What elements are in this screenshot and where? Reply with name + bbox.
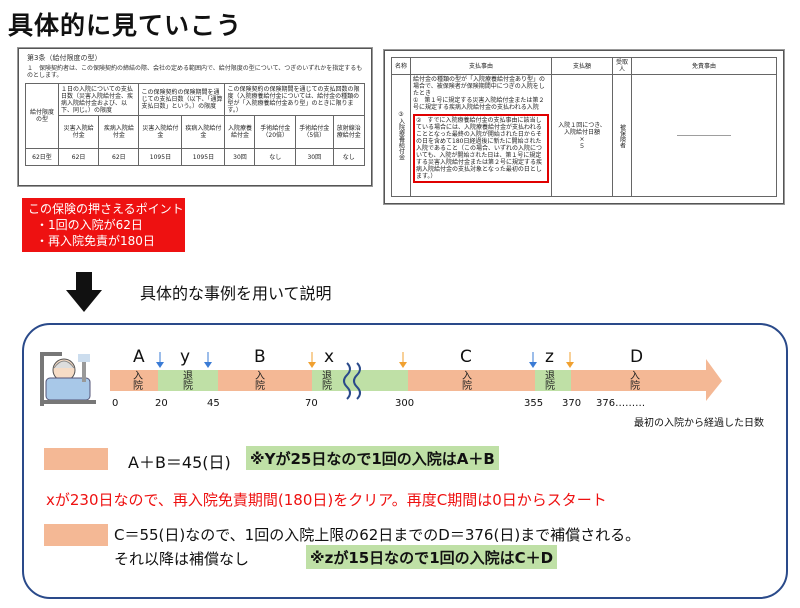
segment-label: 入院 bbox=[133, 371, 143, 392]
patient-in-bed-icon bbox=[40, 352, 96, 406]
amount-text: 入院１回につき、 bbox=[558, 121, 606, 129]
axis-tick-label: 300 bbox=[395, 398, 415, 409]
exempt-reason: ――――――――― bbox=[631, 74, 777, 197]
segment-label: 入院 bbox=[630, 371, 640, 392]
inpatient-swatch bbox=[44, 448, 108, 470]
col-header-3: この保険契約の保険期間を通じての支払回数の限度（入院療養給付金については、給付金… bbox=[224, 83, 365, 116]
col-header: 支払額 bbox=[551, 57, 613, 75]
table-cell-highlighted: 62日 bbox=[98, 148, 140, 166]
segment-label: 退院 bbox=[545, 371, 555, 392]
period-letter: B bbox=[254, 347, 266, 367]
receiver: 被保険者 bbox=[612, 74, 632, 197]
policy-document-excerpt-right: 名称 支払事由 支払額 受取人 免責事由 ③入院療養給付金 給付金の種類の型が「… bbox=[384, 50, 784, 204]
benefit-table: 名称 支払事由 支払額 受取人 免責事由 ③入院療養給付金 給付金の種類の型が「… bbox=[391, 57, 777, 197]
amount-text: 入院給付日額 bbox=[563, 128, 600, 136]
table-cell: 30回 bbox=[224, 148, 256, 166]
axis-tick-label: 45 bbox=[207, 398, 220, 409]
segment-label: 退院 bbox=[183, 371, 193, 392]
axis-tick-label: 0 bbox=[112, 398, 119, 409]
table-cell: 62日 bbox=[57, 148, 100, 166]
condition-text: ① 第１号に規定する災害入院給付金または第２号に規定する疾病入院給付金の支払われ… bbox=[413, 97, 545, 111]
doc-left-sub: １ 保険契約者は、この保険契約の締結の際、会社の定める範囲内で、給付限度の型につ… bbox=[27, 65, 363, 79]
table-cell: なし bbox=[254, 148, 296, 166]
sub-header: 放射線治療給付金 bbox=[332, 115, 366, 149]
side-label: ③入院療養給付金 bbox=[391, 74, 411, 197]
admission-marker-icon bbox=[204, 352, 212, 368]
segment-label: 入院 bbox=[255, 371, 265, 392]
sub-header: 疾病入院給付金 bbox=[98, 115, 140, 149]
table-cell: 1095日 bbox=[181, 148, 226, 166]
note-no-coverage: それ以降は補償なし bbox=[114, 550, 250, 568]
policy-document-excerpt-left: 第3条（給付限度の型） １ 保険契約者は、この保険契約の締結の際、会社の定める範… bbox=[18, 48, 372, 186]
table-cell: 30回 bbox=[294, 148, 334, 166]
note-x-red: xが230日なので、再入院免責期間(180日)をクリア。再度C期間は0日からスタ… bbox=[46, 491, 607, 509]
axis-tick-label: 355 bbox=[524, 398, 544, 409]
sub-header: 疾病入院給付金 bbox=[181, 115, 226, 149]
col-header-1: １日の入院についての支払日数（災害入院給付金、疾病入院給付金および、以下、同じ。… bbox=[57, 83, 140, 116]
discharge-marker-icon bbox=[156, 352, 164, 368]
segment-label: 退院 bbox=[322, 371, 332, 392]
admission-marker-icon bbox=[399, 352, 407, 368]
amount-text: × bbox=[579, 135, 585, 143]
col-header-2: この保険契約の保険期間を通じての支払日数（以下、「通算支払日数」という。）の限度 bbox=[138, 83, 226, 116]
note-a-plus-b: A＋B＝45(日) bbox=[128, 453, 231, 472]
period-letter: C bbox=[460, 347, 472, 367]
key-point-1: ・1回の入院が62日 bbox=[36, 218, 143, 232]
table-cell: なし bbox=[332, 148, 366, 166]
segment-label: 入院 bbox=[462, 371, 472, 392]
timeline-arrow bbox=[110, 359, 722, 401]
highlighted-condition: ② すでに入院療養給付金の支払事由に該当している場合には、入院療養給付金が支払わ… bbox=[413, 114, 549, 183]
amount-text: ５ bbox=[578, 142, 585, 150]
limit-type-table: 給付限度の型 １日の入院についての支払日数（災害入院給付金、疾病入院給付金および… bbox=[25, 83, 366, 166]
table-cell: 1095日 bbox=[138, 148, 183, 166]
period-letter: x bbox=[324, 347, 335, 367]
period-letter: A bbox=[133, 347, 145, 367]
sub-header: 手術給付金（5倍） bbox=[294, 115, 334, 149]
discharge-marker-icon bbox=[529, 352, 537, 368]
key-points-box: この保険の押さえるポイント ・1回の入院が62日 ・再入院免責が180日 bbox=[22, 198, 185, 252]
period-letter: z bbox=[545, 347, 554, 367]
col-header: 免責事由 bbox=[631, 57, 777, 75]
key-points-title: この保険の押さえるポイント bbox=[28, 202, 184, 216]
sub-header: 災害入院給付金 bbox=[138, 115, 183, 149]
sub-header: 入院療養給付金 bbox=[224, 115, 256, 149]
page-title: 具体的に見ていこう bbox=[8, 11, 243, 40]
note-c-d: C＝55(日)なので、1回の入院上限の62日までのD＝376(日)まで補償される… bbox=[114, 526, 641, 544]
doc-left-heading: 第3条（給付限度の型） bbox=[27, 54, 102, 62]
condition-text: 給付金の種類の型が「入院療養給付金あり型」の場合で、被保険者が保険期間中につぎの… bbox=[413, 76, 546, 97]
admission-marker-icon bbox=[566, 352, 574, 368]
down-arrow-icon bbox=[66, 272, 102, 312]
note-z-highlight: ※zが15日なので1回の入院はC＋D bbox=[306, 545, 558, 569]
explain-heading: 具体的な事例を用いて説明 bbox=[140, 284, 332, 303]
row-label: 62日型 bbox=[25, 148, 59, 166]
axis-tick-label: 20 bbox=[155, 398, 168, 409]
col-header: 受取人 bbox=[612, 57, 632, 75]
inpatient-swatch bbox=[44, 524, 108, 546]
period-letter: D bbox=[630, 347, 644, 367]
sub-header: 災害入院給付金 bbox=[57, 115, 100, 149]
axis-tick-label: 70 bbox=[305, 398, 318, 409]
event-markers bbox=[156, 352, 574, 368]
axis-caption: 最初の入院から経過した日数 bbox=[634, 418, 764, 429]
col-header: 名称 bbox=[391, 57, 411, 75]
key-point-2: ・再入院免責が180日 bbox=[36, 234, 155, 248]
period-letter: y bbox=[180, 347, 191, 367]
axis-tick-label: 370 bbox=[562, 398, 582, 409]
axis-tick-label: 376……… bbox=[596, 398, 646, 409]
discharge-marker-icon bbox=[308, 352, 316, 368]
sub-header: 手術給付金（20倍） bbox=[254, 115, 296, 149]
col-header: 支払事由 bbox=[410, 57, 552, 75]
row-header: 給付限度の型 bbox=[25, 83, 59, 149]
note-y-highlight: ※Yが25日なので1回の入院はA＋B bbox=[246, 446, 499, 470]
